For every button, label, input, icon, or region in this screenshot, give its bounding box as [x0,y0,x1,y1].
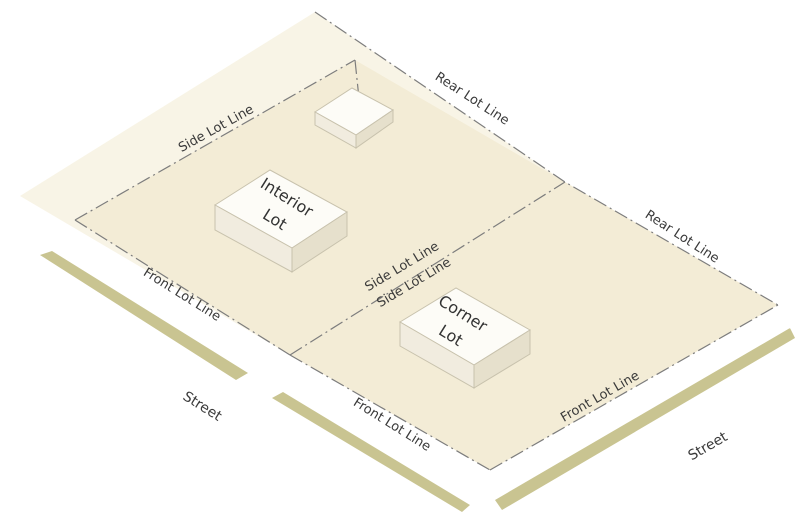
corner-lot-parcel [290,182,778,470]
side-lot-line-center [289,181,566,356]
street-label-right: Street [686,429,731,464]
front-lot-line-right [489,304,779,471]
street-label-left: Street [180,389,225,425]
right-street-curb [495,328,795,510]
accessory-building [314,87,394,149]
side-lot-line-left [354,59,361,109]
rear-lot-line-upper [314,11,779,306]
front-lot-line-left [74,219,291,356]
front-lot-line-bottom [289,354,491,471]
corner-sidewalk [780,310,794,330]
left-street-curb [40,251,248,380]
side-lot-line-upper [74,59,356,221]
corner-lot-building: Corner Lot [399,287,531,389]
interior-lot-building: Interior Lot [214,169,348,273]
bottom-street-curb [272,392,470,512]
